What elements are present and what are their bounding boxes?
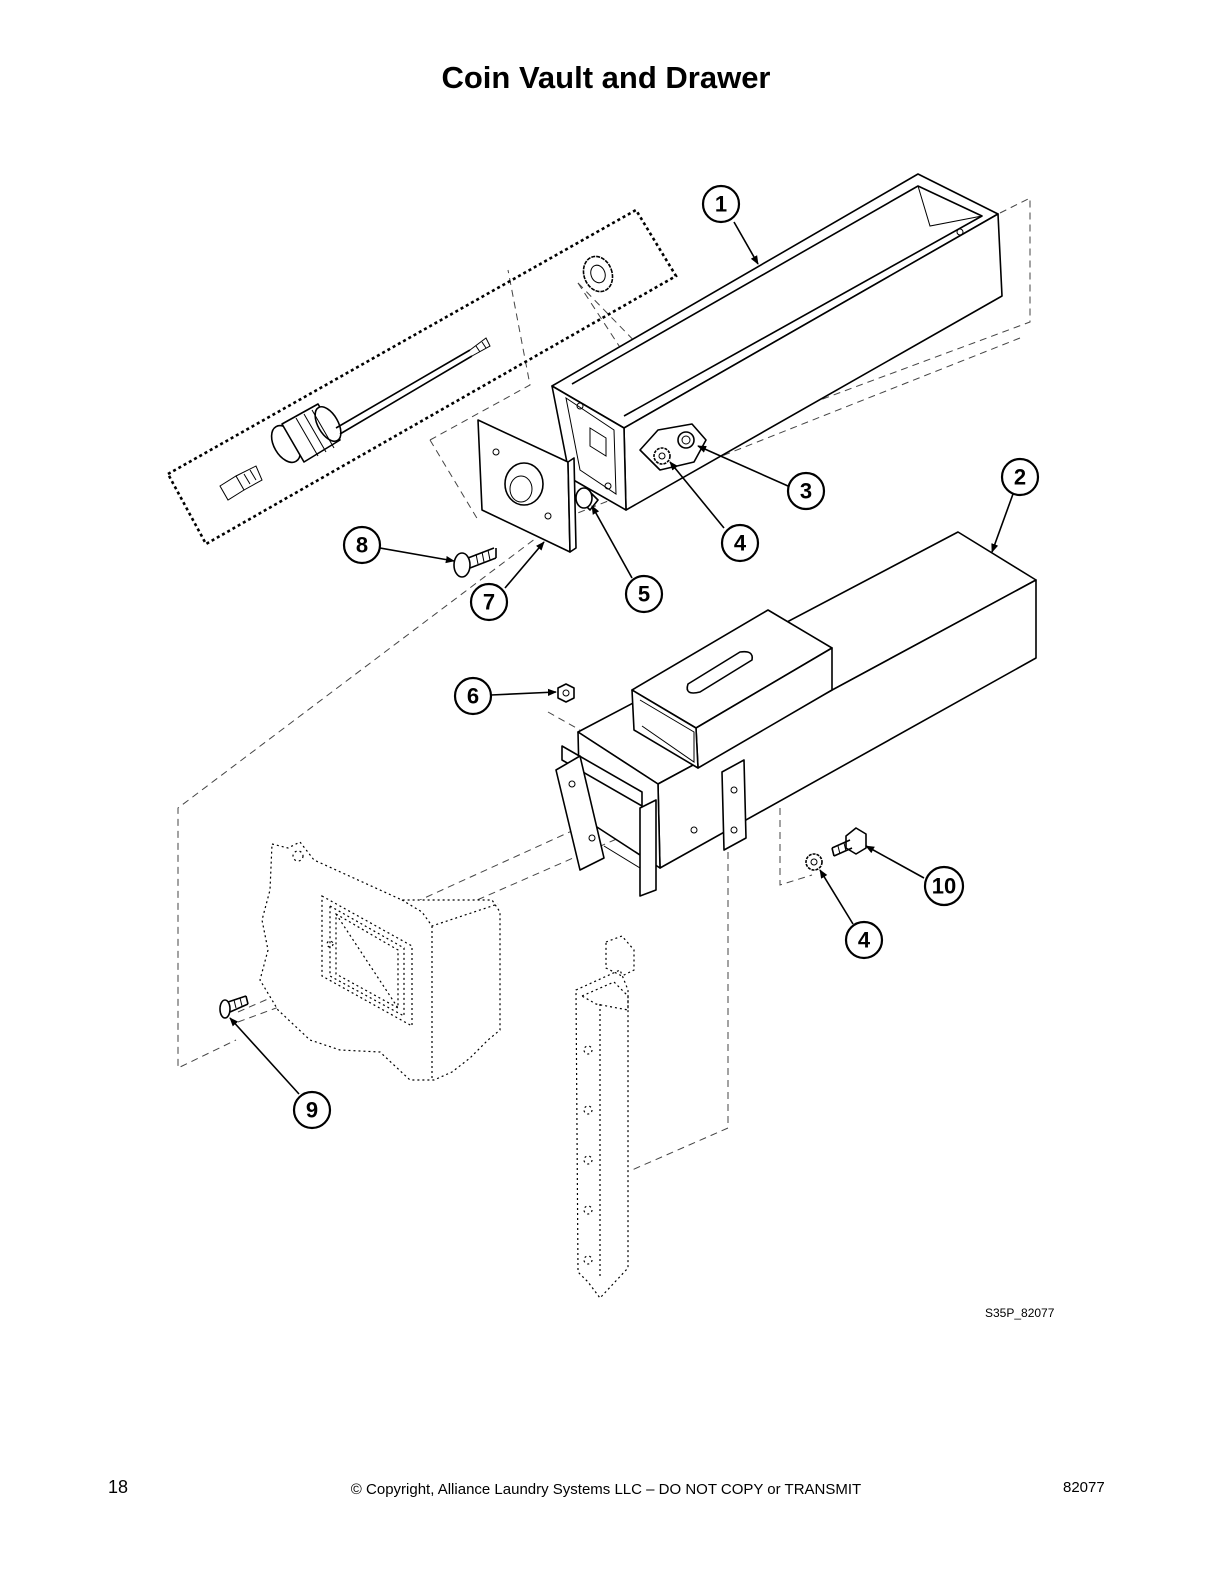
- callout-1: 1: [701, 184, 741, 224]
- callout-9: 9: [292, 1090, 332, 1130]
- callout-3-label: 3: [800, 479, 812, 504]
- copyright-notice: © Copyright, Alliance Laundry Systems LL…: [350, 1481, 862, 1498]
- callout-4-lower: 4: [844, 920, 884, 960]
- callout-3: 3: [786, 471, 826, 511]
- page-number: 18: [108, 1477, 129, 1497]
- page-title: Coin Vault and Drawer: [441, 60, 771, 95]
- drawing-id: S35P_82077: [985, 1306, 1055, 1320]
- callout-8-label: 8: [356, 533, 368, 558]
- coin-drawer: [555, 531, 1037, 897]
- callout-4-lower-label: 4: [858, 928, 871, 953]
- lock-washer: [805, 853, 823, 871]
- callout-8: 8: [342, 525, 382, 565]
- callout-5: 5: [624, 574, 664, 614]
- callout-1-label: 1: [715, 192, 727, 217]
- coin-vault-box: [551, 173, 1003, 511]
- callout-leaders: [229, 221, 1014, 1095]
- document-number: 82077: [1063, 1479, 1105, 1496]
- callout-5-label: 5: [638, 582, 650, 607]
- machine-front-panel: [259, 841, 501, 1081]
- callout-10-label: 10: [932, 874, 956, 899]
- callout-6-label: 6: [467, 684, 479, 709]
- callout-4-upper-label: 4: [734, 531, 747, 556]
- spacer: [575, 487, 599, 511]
- lock-plate: [477, 419, 577, 553]
- callout-10: 10: [923, 865, 965, 907]
- callout-4-upper: 4: [720, 523, 760, 563]
- callout-2-label: 2: [1014, 465, 1026, 490]
- mounting-bracket: [575, 935, 635, 1299]
- callout-9-label: 9: [306, 1098, 318, 1123]
- hex-nut: [557, 683, 575, 703]
- callout-7-label: 7: [483, 590, 495, 615]
- callout-6: 6: [453, 676, 493, 716]
- callout-2: 2: [1000, 457, 1040, 497]
- panel-screw: [219, 995, 249, 1019]
- callout-7: 7: [469, 582, 509, 622]
- screw-with-washer: [831, 827, 867, 857]
- carriage-bolt: [453, 547, 497, 578]
- lock-kit: [166, 208, 678, 546]
